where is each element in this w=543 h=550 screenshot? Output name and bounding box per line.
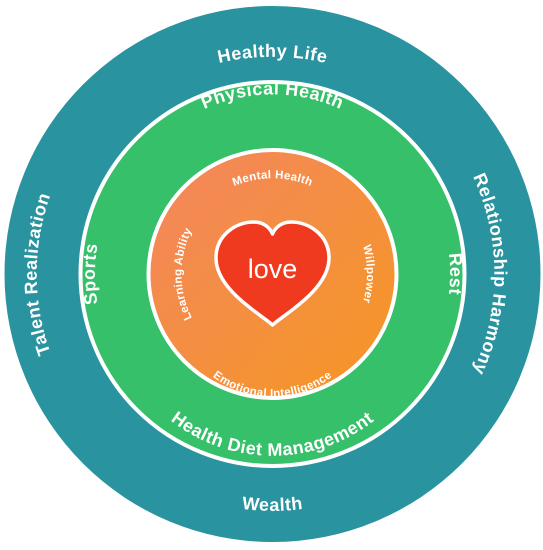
- middle-label-right: Rest: [445, 252, 466, 296]
- center-label: love: [248, 254, 298, 284]
- inner-label-right: Willpower: [360, 244, 376, 305]
- outer-label-bottom: Wealth: [241, 493, 303, 515]
- middle-label-left: Sports: [79, 242, 102, 307]
- heart-icon: [214, 220, 331, 327]
